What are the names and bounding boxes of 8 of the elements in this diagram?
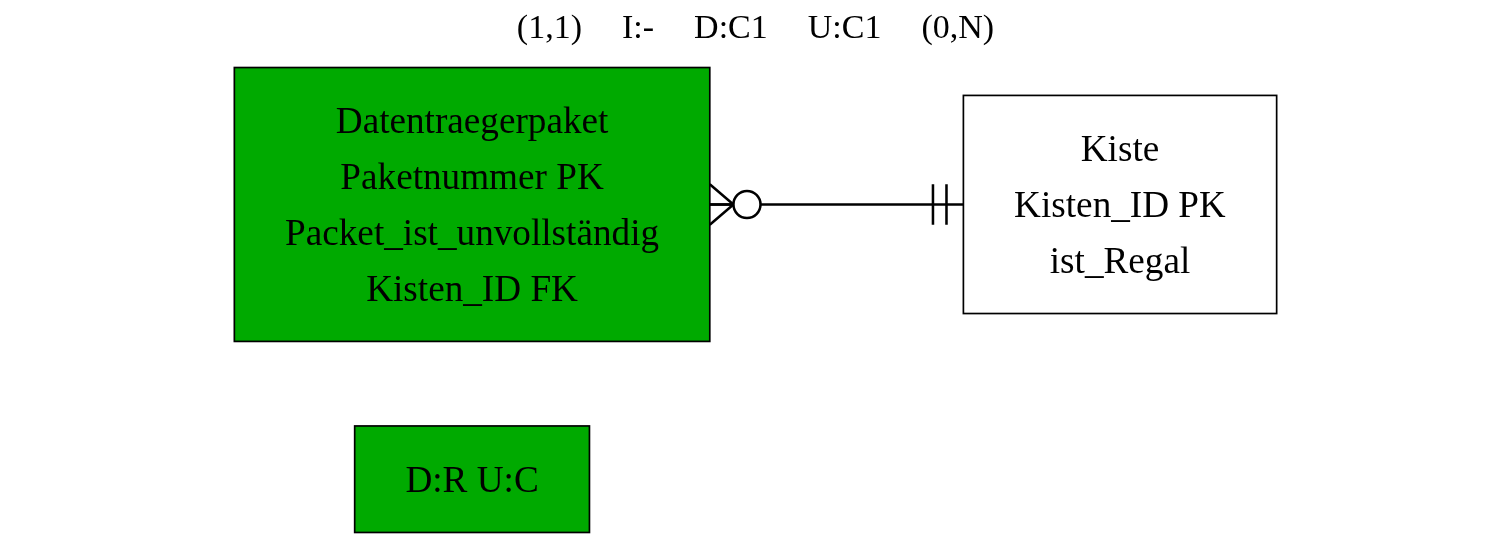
- cardinality-label: D:C1: [694, 8, 768, 46]
- note-box: D:R U:C: [353, 425, 591, 534]
- entity-box: Kiste Kisten_ID PK ist_Regal: [962, 94, 1278, 315]
- cardinality-label: U:C1: [807, 8, 882, 46]
- cardinality-label: I:-: [622, 8, 655, 46]
- entity-box: Datentraegerpaket Paketnummer PK Packet_ist_unvollständig Kisten_ID FK: [233, 66, 711, 343]
- cardinality-label: (1,1): [516, 8, 582, 46]
- cardinality-label: (0,N): [921, 8, 995, 46]
